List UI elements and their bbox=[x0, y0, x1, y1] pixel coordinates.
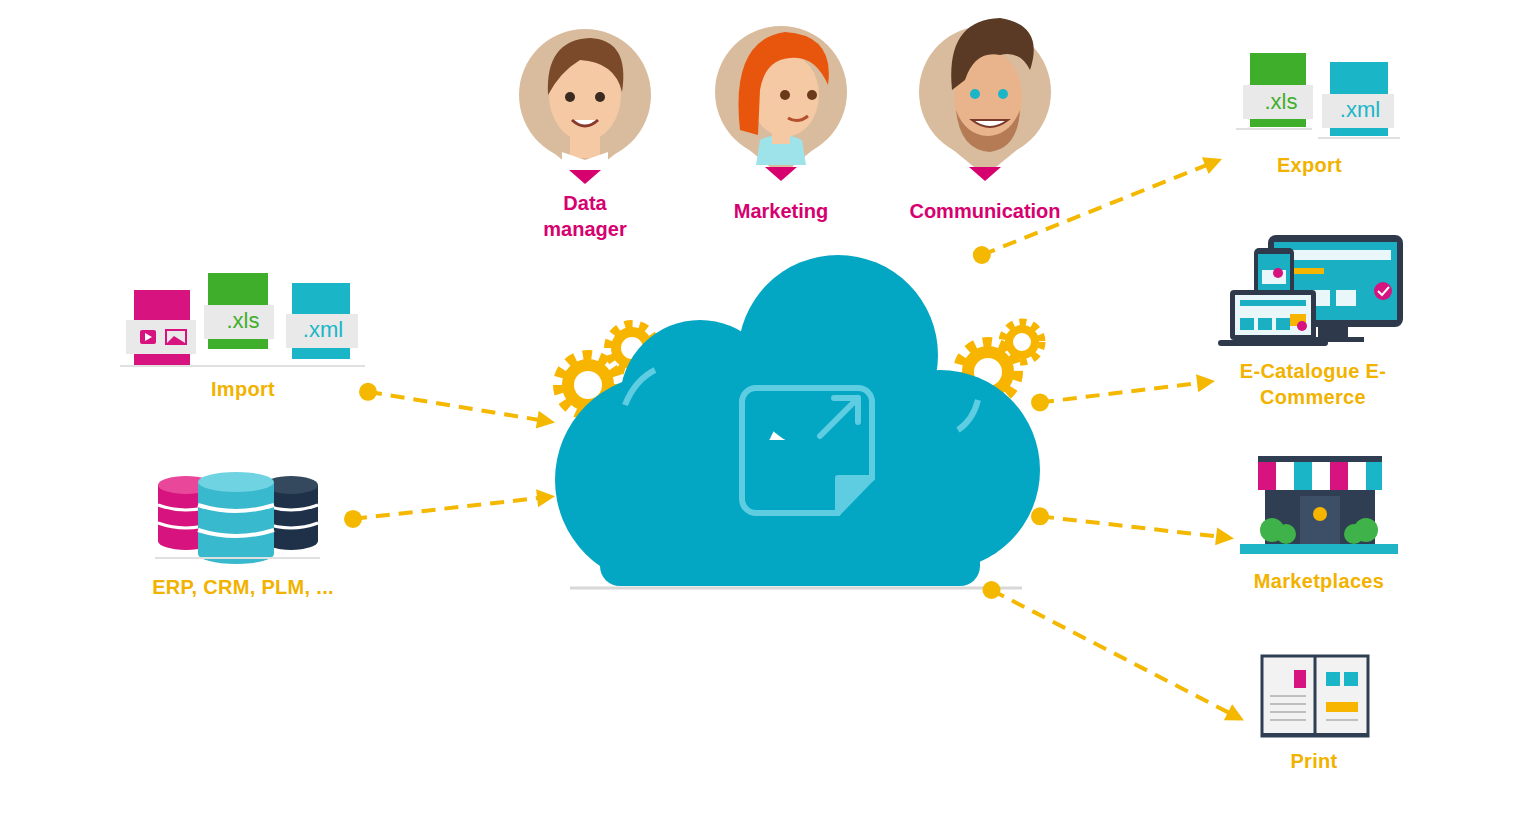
node-label: ERP, CRM, PLM, ... bbox=[152, 574, 334, 600]
node-label: Export bbox=[1277, 152, 1342, 178]
export-files bbox=[1236, 53, 1400, 138]
arrow-head bbox=[1202, 157, 1222, 174]
cloud-highlight bbox=[625, 370, 655, 405]
systems-group: ERP, CRM, PLM, ... bbox=[133, 468, 353, 602]
cloud-highlight bbox=[958, 400, 978, 430]
node-label: Print bbox=[1290, 748, 1337, 774]
connector-dot bbox=[1031, 393, 1049, 411]
connector-dot bbox=[359, 383, 377, 401]
marketplace-shop bbox=[1240, 456, 1398, 554]
connector-dot bbox=[973, 246, 991, 264]
node-label: Import bbox=[211, 376, 275, 402]
file-extension: .xls bbox=[1265, 88, 1298, 116]
persona-marketing bbox=[715, 26, 847, 181]
cloud-shape bbox=[555, 255, 1040, 586]
arrow-head bbox=[1215, 527, 1234, 545]
connector-line bbox=[368, 392, 539, 420]
arrow-head bbox=[1196, 374, 1215, 392]
cloud-node bbox=[555, 255, 1040, 590]
cloud-icon bbox=[742, 388, 872, 513]
ecatalogue-group: E-Catalogue E-Commerce bbox=[1215, 230, 1411, 412]
dashed-connector bbox=[983, 581, 1245, 721]
connector-line bbox=[1040, 383, 1199, 402]
dashed-connector bbox=[1031, 507, 1234, 545]
print-group: Print bbox=[1244, 650, 1384, 776]
persona-name: Marketing bbox=[734, 198, 828, 224]
node-label: Marketplaces bbox=[1254, 568, 1384, 594]
dashed-connector bbox=[1031, 374, 1215, 411]
dashed-connector bbox=[359, 383, 555, 429]
import-files bbox=[120, 273, 365, 366]
connector-dot bbox=[983, 581, 1001, 599]
file-extension: .xml bbox=[303, 316, 343, 344]
arrow-head bbox=[1224, 704, 1244, 720]
persona-name: Communication bbox=[909, 198, 1060, 224]
import-group: Import bbox=[118, 282, 368, 404]
file-extension: .xls bbox=[227, 307, 260, 335]
databases bbox=[155, 472, 320, 564]
devices bbox=[1218, 235, 1403, 346]
dashed-connector bbox=[344, 489, 555, 528]
connector-dot bbox=[1031, 507, 1049, 525]
persona-communication bbox=[919, 18, 1051, 181]
cloud-shadow bbox=[570, 587, 1022, 590]
connector-line bbox=[992, 590, 1230, 713]
print-book bbox=[1262, 656, 1368, 737]
connector-line bbox=[1040, 516, 1218, 536]
arrow-head bbox=[536, 489, 555, 507]
connector-dot bbox=[344, 510, 362, 528]
connector-line bbox=[353, 498, 539, 519]
node-label: E-Catalogue E-Commerce bbox=[1238, 358, 1388, 410]
arrow-head bbox=[536, 411, 555, 429]
persona-data-manager bbox=[519, 29, 651, 184]
persona-name: Data manager bbox=[520, 190, 650, 242]
marketplaces-group: Marketplaces bbox=[1234, 452, 1404, 596]
file-extension: .xml bbox=[1340, 96, 1380, 124]
